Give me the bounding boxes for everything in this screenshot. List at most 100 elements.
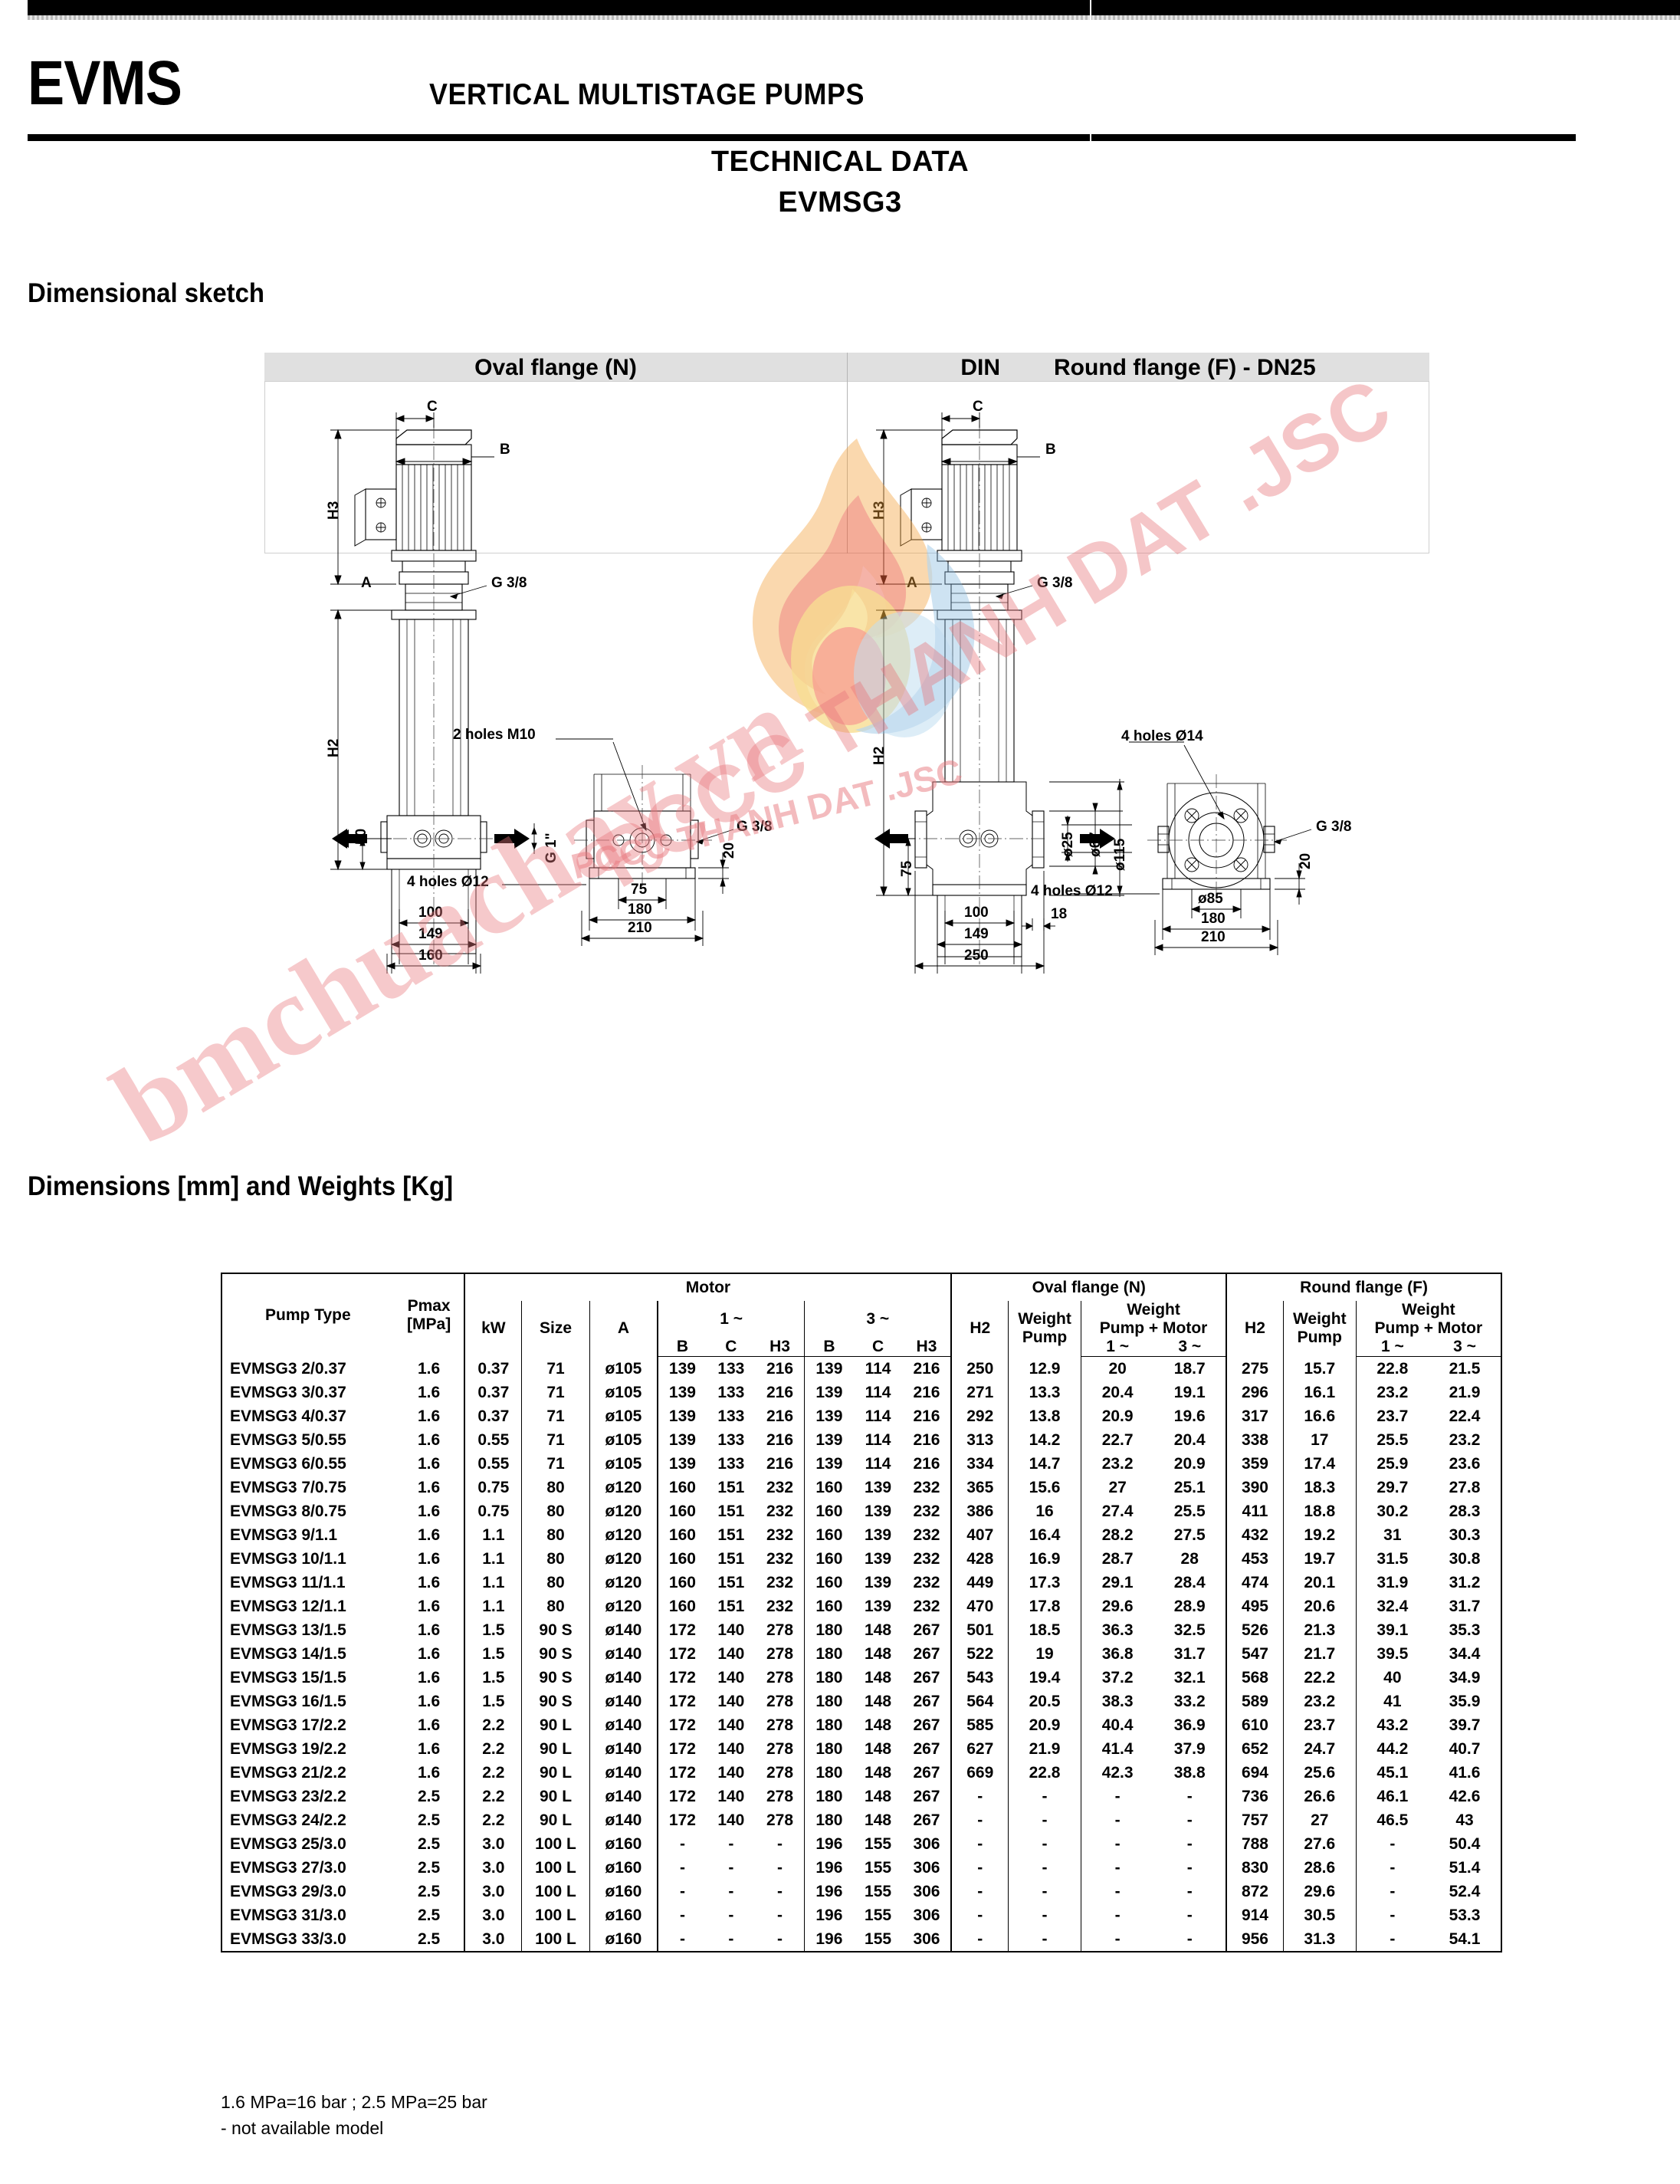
table-cell: 23.2 — [1282, 1690, 1357, 1713]
table-cell: 20.9 — [1173, 1455, 1206, 1473]
table-cell: 180 — [804, 1737, 854, 1761]
dim-label-75-right: 75 — [899, 860, 915, 877]
table-cell: 29.6 — [1080, 1594, 1154, 1618]
table-cell: 40 — [1355, 1666, 1429, 1690]
table-cell: 20.9 — [1008, 1713, 1081, 1737]
table-cell: 71 — [521, 1452, 590, 1476]
table-cell: 160 — [656, 1547, 707, 1571]
table-cell: 160 — [656, 1476, 707, 1499]
table-cell: 2.5 — [418, 1859, 441, 1877]
table-cell: 53.3 — [1429, 1903, 1502, 1927]
table-cell: 1.1 — [464, 1594, 522, 1618]
dim-label-a-left: A — [361, 575, 372, 591]
table-cell: 872 — [1226, 1880, 1284, 1903]
table-cell: 652 — [1226, 1737, 1284, 1761]
table-cell: 453 — [1226, 1547, 1284, 1571]
dim-label-h3-left: H3 — [326, 501, 342, 520]
table-cell: - — [728, 1883, 734, 1900]
table-cell: 139 — [804, 1381, 854, 1404]
table-cell: 278 — [766, 1621, 794, 1639]
table-cell: 27 — [1282, 1808, 1357, 1832]
table-cell: ø105 — [589, 1404, 658, 1428]
table-cell: 232 — [913, 1526, 940, 1544]
table-cell: 31.3 — [1282, 1927, 1357, 1952]
dim-label-g38-right: G 3/8 — [1037, 575, 1073, 591]
table-cell: 139 — [804, 1428, 854, 1452]
table-cell: 41 — [1355, 1690, 1429, 1713]
table-cell: 2.2 — [464, 1785, 522, 1808]
table-cell: 27.6 — [1282, 1832, 1357, 1856]
table-cell: 22.2 — [1282, 1666, 1357, 1690]
table-cell: ø120 — [589, 1476, 658, 1499]
table-cell: 267 — [913, 1621, 940, 1639]
table-cell: 306 — [913, 1859, 940, 1877]
table-cell: 2.5 — [418, 1883, 441, 1900]
table-cell: 547 — [1226, 1642, 1284, 1666]
table-cell: 90 S — [521, 1690, 590, 1713]
table-cell: 160 — [804, 1523, 854, 1547]
table-cell: 32.1 — [1173, 1669, 1206, 1686]
table-cell: 160 — [804, 1594, 854, 1618]
table-cell: 100 L — [521, 1927, 590, 1952]
table-cell: - — [1186, 1811, 1193, 1829]
table-cell: - — [950, 1808, 1009, 1832]
table-cell: - — [1080, 1880, 1154, 1903]
table-cell: 100 L — [521, 1880, 590, 1903]
table-cell: - — [728, 1835, 734, 1853]
table-cell: 180 — [804, 1713, 854, 1737]
table-cell: 139 — [865, 1479, 892, 1496]
table-cell: - — [777, 1835, 783, 1853]
table-cell: 172 — [656, 1690, 707, 1713]
table-cell: 1.6 — [418, 1740, 441, 1758]
table-cell: 28.3 — [1429, 1499, 1502, 1523]
table-cell: 22.7 — [1080, 1428, 1154, 1452]
table-cell: 0.37 — [464, 1404, 522, 1428]
table-cell: 20.5 — [1008, 1690, 1081, 1713]
table-cell: 148 — [865, 1788, 892, 1805]
table-cell: ø140 — [589, 1737, 658, 1761]
table-cell: 474 — [1226, 1571, 1284, 1594]
table-cell: 34.4 — [1429, 1642, 1502, 1666]
table-cell: 296 — [1226, 1381, 1284, 1404]
table-cell: 22.8 — [1355, 1356, 1429, 1381]
table-cell: 20 — [1080, 1356, 1154, 1381]
table-cell: 278 — [766, 1645, 794, 1663]
table-cell: 52.4 — [1429, 1880, 1502, 1903]
table-cell: 80 — [521, 1594, 590, 1618]
table-cell: EVMSG3 17/2.2 — [221, 1713, 394, 1737]
table-cell: 407 — [950, 1523, 1009, 1547]
table-cell: 148 — [865, 1645, 892, 1663]
table-cell: 267 — [913, 1811, 940, 1829]
table-cell: 133 — [717, 1431, 745, 1449]
table-cell: 19.4 — [1008, 1666, 1081, 1690]
table-cell: - — [1008, 1832, 1081, 1856]
table-cell: 27.4 — [1080, 1499, 1154, 1523]
table-cell: 139 — [865, 1526, 892, 1544]
table-cell: - — [755, 1927, 805, 1952]
